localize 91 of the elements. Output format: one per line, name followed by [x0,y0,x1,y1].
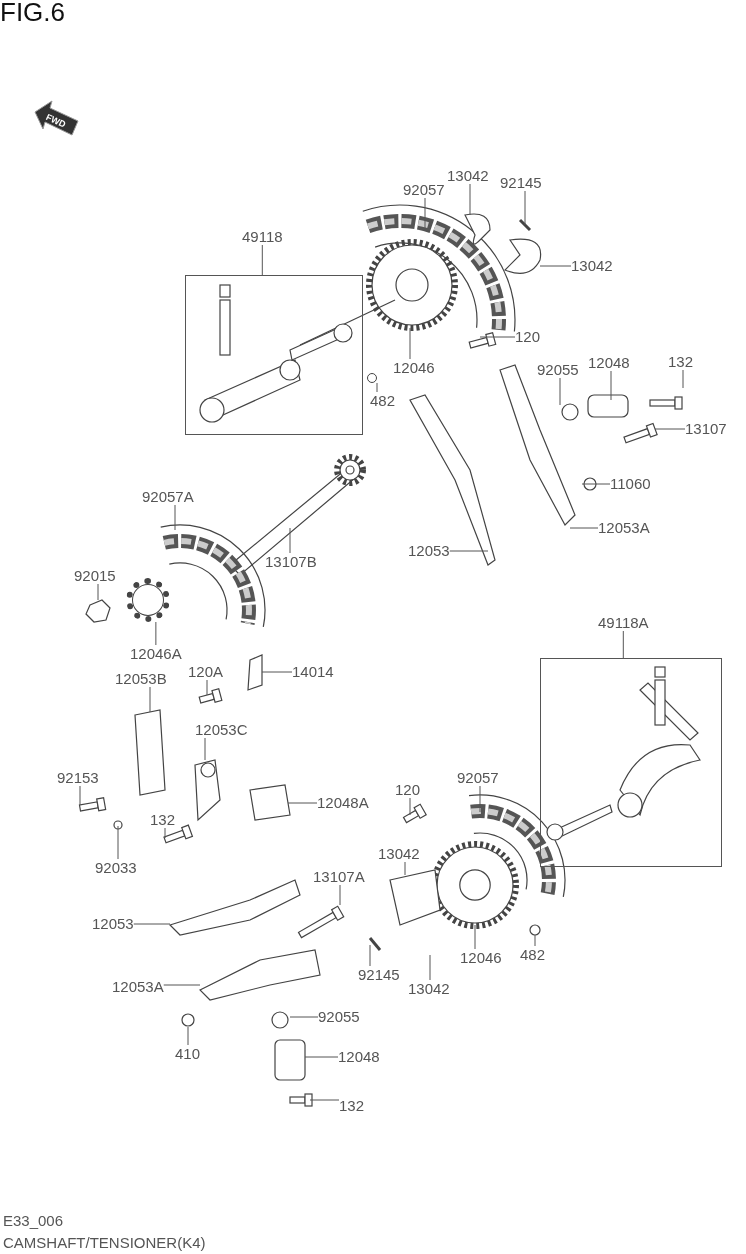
leader-line [429,954,431,981]
leader-line [404,861,406,876]
part-number: 482 [520,946,546,963]
part-number: 12046 [393,359,435,376]
part-number: 120A [188,663,224,680]
part-number: 12053 [408,542,450,559]
leader-line [174,504,176,531]
part-number: 49118 [242,228,283,245]
leader-line [304,1056,339,1058]
figure-title: FIG.6 [0,0,65,27]
leader-line [164,827,166,839]
part-number: 12053A [598,519,650,536]
leader-line [524,190,526,226]
leader-line [97,583,99,601]
part-number: 132 [339,1097,365,1114]
part-number: 49118A [598,614,649,631]
assembly-group-frame [540,658,722,867]
part-number: 92033 [95,859,137,876]
leader-line [163,984,201,986]
part-number: 132 [668,353,694,370]
leader-line [369,944,371,967]
part-number: 410 [175,1045,201,1062]
part-number: 12046A [130,645,182,662]
part-number: 13107B [265,553,317,570]
part-number: 13042 [447,167,489,184]
drawing-code: E33_006 [3,1212,64,1230]
leader-line [261,671,293,673]
part-number: 120 [395,781,421,798]
leader-line [622,630,624,659]
leader-line [117,825,119,860]
leader-line [206,679,208,696]
leader-line [133,923,171,925]
part-number: 482 [370,392,396,409]
part-number: 13107A [313,868,365,885]
part-number: 92057A [142,488,194,505]
section-title: CAMSHAFT/TENSIONER(K4) [3,1234,206,1252]
washer-ring [367,373,377,383]
leader-line [534,934,536,947]
part-number: 11060 [610,475,651,492]
part-number: 12053C [195,721,248,738]
leader-line [79,785,81,806]
part-number: 12048 [588,354,630,371]
part-number: 13107 [685,420,727,437]
leader-line [610,370,612,401]
part-number: 92057 [403,181,445,198]
leader-line [309,1099,340,1101]
assembly-group-frame [185,275,363,435]
part-number: 12048 [338,1048,380,1065]
leader-line [409,327,411,360]
part-number: 12046 [460,949,502,966]
leader-line [155,621,157,646]
leader-line [569,527,599,529]
leader-line [469,183,471,216]
leader-line [682,369,684,389]
leader-line [424,197,426,231]
part-number: 132 [150,811,176,828]
part-number: 92055 [537,361,579,378]
part-number: 92015 [74,567,116,584]
leader-line [204,737,206,761]
part-number: 13042 [378,845,420,862]
part-number: 12053A [112,978,164,995]
part-number: 92145 [358,966,400,983]
part-number: 13042 [571,257,613,274]
part-number: 92153 [57,769,99,786]
direction-label: FWD [43,111,68,131]
leader-line [339,884,341,906]
part-number: 12053B [115,670,167,687]
part-number: 12048A [317,794,369,811]
leader-line [449,550,489,552]
leader-line [287,802,318,804]
part-number: 13042 [408,980,450,997]
leader-line [261,244,263,276]
leader-line [474,924,476,950]
part-number: 14014 [292,663,334,680]
leader-line [187,1026,189,1046]
leader-line [559,377,561,406]
leader-line [289,1016,319,1018]
part-number: 12053 [92,915,134,932]
leader-line [479,785,481,813]
leader-line [149,686,151,713]
leader-line [539,265,572,267]
part-number: 92055 [318,1008,360,1025]
leader-line [376,382,378,393]
leader-line [409,797,411,816]
leader-line [654,428,686,430]
leader-line [289,527,291,554]
part-number: 92145 [500,174,542,191]
part-number: 92057 [457,769,499,786]
leader-line [581,483,611,485]
leader-line [479,336,516,338]
part-number: 120 [515,328,541,345]
